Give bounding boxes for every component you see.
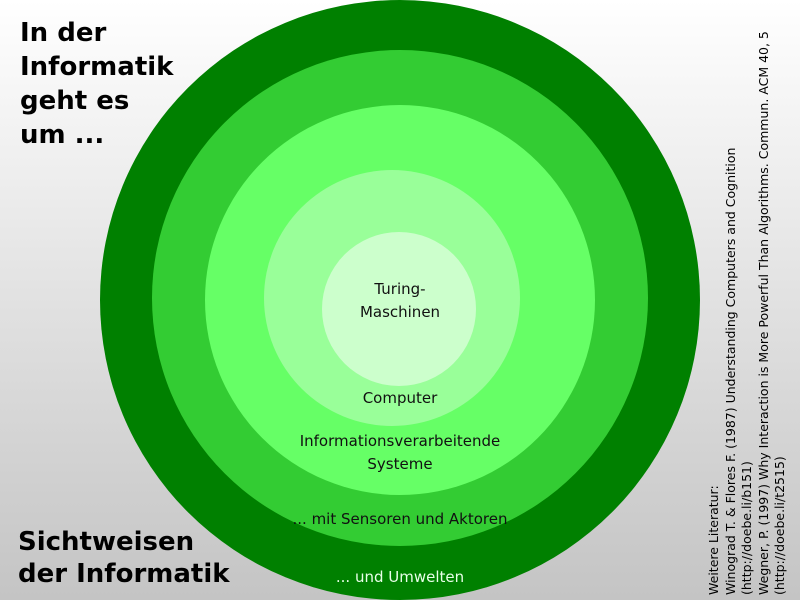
label-computer: Computer — [0, 387, 800, 410]
label-line: Informationsverarbeitende — [299, 432, 501, 450]
title-top-line: Informatik — [20, 52, 174, 82]
literature-heading: Weitere Literatur: — [706, 485, 721, 595]
literature-references: Weitere Literatur: Winograd T. & Flores … — [706, 15, 789, 595]
literature-link[interactable]: (http://doebe.li/b151) — [739, 461, 754, 595]
label-turing-maschinen: Turing- Maschinen — [0, 278, 800, 324]
label-informationsverarbeitende-systeme: Informationsverarbeitende Systeme — [0, 430, 800, 476]
literature-entry: Winograd T. & Flores F. (1987) Understan… — [722, 147, 738, 595]
label-line: ... und Umwelten — [335, 568, 465, 586]
label-line: Turing- — [374, 280, 426, 298]
label-line: ... mit Sensoren und Aktoren — [292, 510, 508, 528]
ring-turing — [322, 232, 476, 386]
title-top-line: geht es — [20, 86, 130, 116]
title-bottom-line: Sichtweisen — [18, 527, 195, 557]
title-top-line: um ... — [20, 120, 105, 150]
slide-title-bottom: Sichtweisen der Informatik — [18, 526, 258, 590]
title-bottom-line: der Informatik — [18, 559, 230, 589]
label-umwelten: ... und Umwelten — [0, 566, 800, 589]
literature-entry: Wegner, P. (1997) Why Interaction is Mor… — [755, 31, 771, 595]
label-line: Maschinen — [359, 303, 441, 321]
label-line: Computer — [362, 389, 438, 407]
label-sensoren-aktoren: ... mit Sensoren und Aktoren — [0, 508, 800, 531]
slide-title-top: In der Informatik geht es um ... — [20, 16, 220, 152]
label-line: Systeme — [367, 455, 433, 473]
title-top-line: In der — [20, 18, 107, 48]
literature-link[interactable]: (http://doebe.li/t2515) — [772, 456, 787, 595]
